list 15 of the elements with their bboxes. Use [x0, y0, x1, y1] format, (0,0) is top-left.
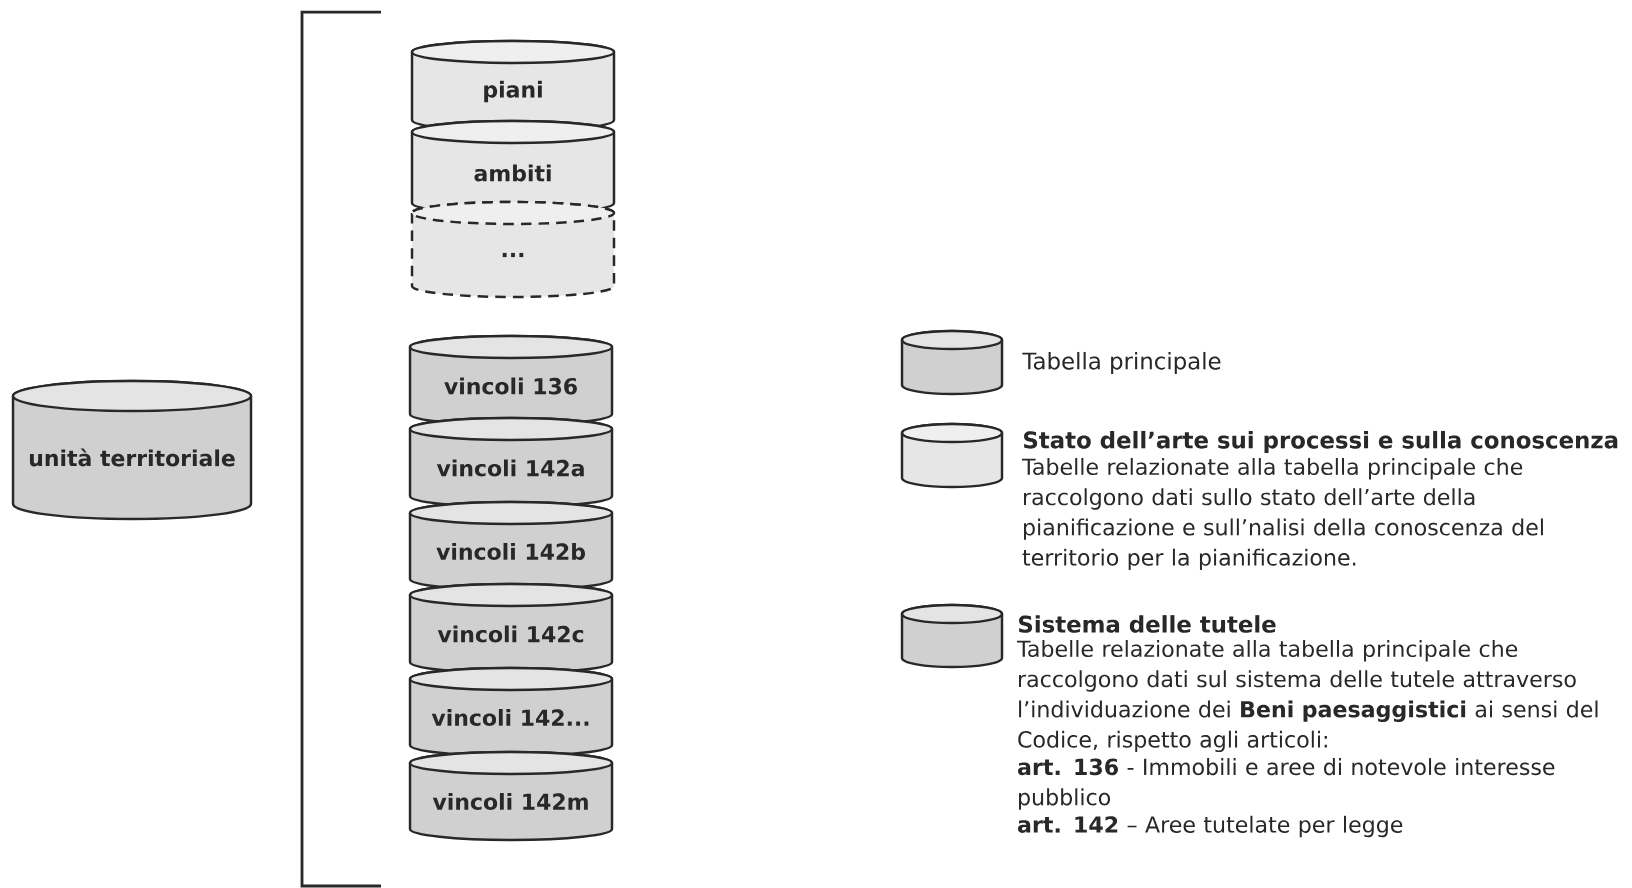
legend-text: Tabella principale — [1022, 351, 1221, 375]
cylinder: unità territoriale — [11, 379, 253, 521]
cylinder: piani — [410, 39, 616, 133]
cylinder: vincoli 136 — [408, 334, 614, 427]
cylinder: vincoli 142m — [408, 750, 614, 842]
cylinder: vincoli 142c — [408, 582, 614, 675]
legend-text: Stato dell’arte sui processi e sulla conoscenza — [1024, 430, 1618, 454]
cylinder: vincoli 142... — [408, 666, 614, 758]
cylinder: vincoli 142b — [408, 500, 614, 592]
cylinder: vincoli 142a — [408, 416, 614, 509]
legend-text: Sistema delle tutele — [1019, 615, 1276, 633]
description-text: art. 142 – Aree tutelate per legge — [1017, 815, 1403, 838]
cylinder: ... — [410, 200, 616, 299]
description-text: Tabelle relazionate alla tabella principale che raccolgono dati sullo stato dell’arte della pianificazione e sull’nalisi della conoscenza del territorio per la pianificazione. — [1021, 458, 1543, 571]
description-text: Tabelle relazionate alla tabella principale che raccolgono dati sul sistema delle tutele attraverso l’individuazione dei Beni paesaggistici ai sensi del Codice, rispetto agli articoli: — [1016, 640, 1598, 753]
